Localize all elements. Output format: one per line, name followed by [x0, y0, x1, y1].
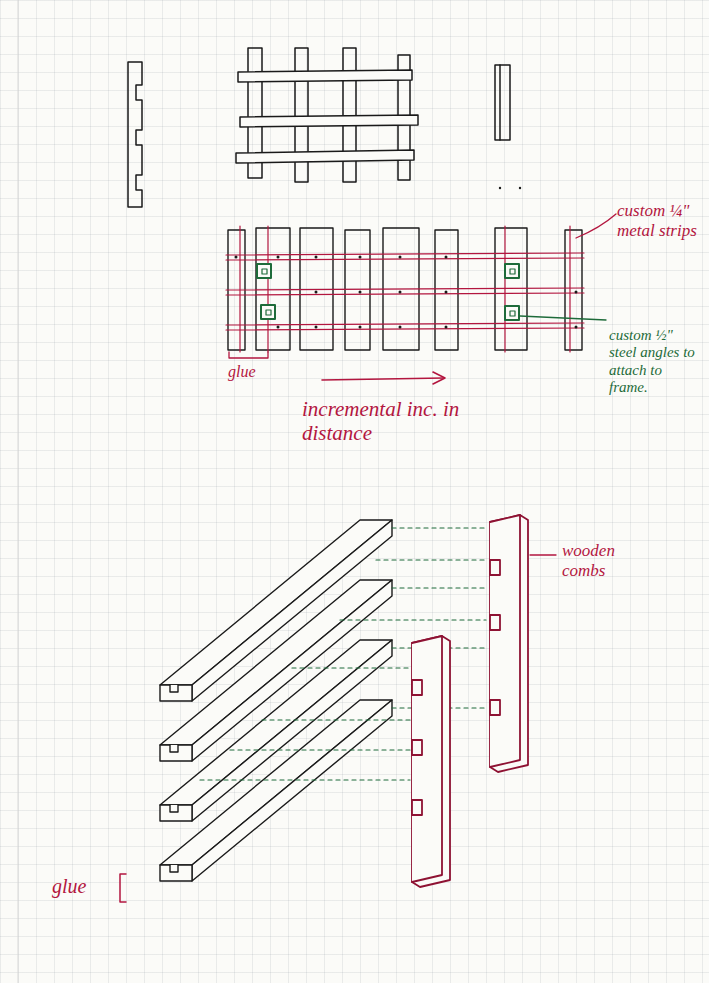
screw-dots: [235, 256, 578, 329]
notched-strip: [128, 62, 142, 207]
leader-line: [530, 554, 556, 555]
direction-arrow: [322, 372, 445, 384]
glue-bracket: [229, 352, 268, 358]
note-label: incremental inc. in distance: [300, 396, 504, 446]
glue-bracket: [120, 874, 126, 902]
steel-angles: [257, 264, 519, 320]
lattice-sketch: [236, 48, 418, 182]
strip-side: [495, 65, 510, 140]
wood-bars: [160, 520, 392, 881]
note-label: custom ½" steel angles to attach to fram…: [607, 326, 705, 397]
note-label: custom ¼" metal strips: [615, 200, 705, 241]
leader-line: [576, 214, 616, 238]
wooden-comb: [412, 515, 528, 887]
part-label: wooden combs: [560, 540, 664, 581]
leader-line: [520, 316, 606, 320]
metal-strips: [226, 226, 584, 352]
note-label: glue: [226, 362, 258, 382]
note-label: glue: [50, 874, 88, 899]
